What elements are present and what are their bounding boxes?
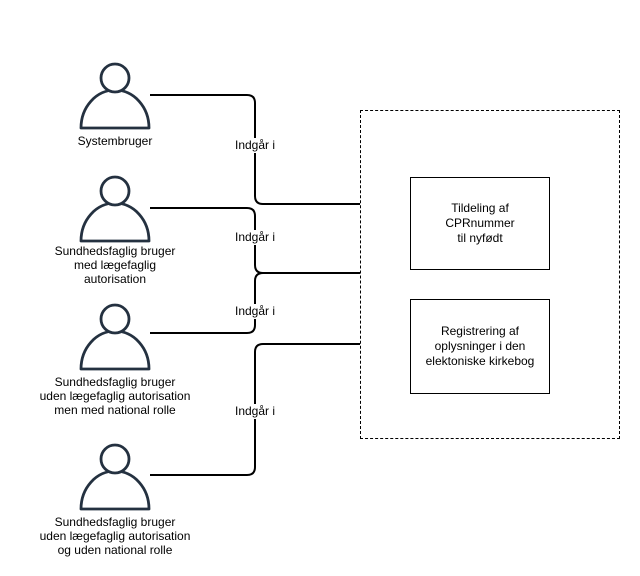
person-head-icon [99, 303, 131, 335]
person-body-icon [79, 88, 151, 130]
actor-icon-uden-national-rolle [79, 443, 151, 511]
actor-label-national-rolle: Sundhedsfaglig bruger uden lægefaglig au… [39, 375, 191, 417]
system-boundary [360, 110, 620, 439]
connector-national-rolle [150, 272, 360, 334]
person-head-icon [99, 62, 131, 94]
use-case-tildeling-cprnummer: Tildeling af CPRnummer til nyfødt [410, 177, 550, 270]
person-head-icon [99, 175, 131, 207]
edge-label-indgaar-i-1: Indgår i [232, 138, 278, 153]
use-case-registrering-kirkebog: Registrering af oplysninger i den elekto… [410, 299, 550, 394]
person-body-icon [79, 329, 151, 371]
actor-label-laegefaglig: Sundhedsfaglig bruger med lægefaglig aut… [54, 244, 176, 286]
edge-label-indgaar-i-4: Indgår i [232, 404, 278, 419]
edge-label-indgaar-i-3: Indgår i [232, 304, 278, 319]
person-head-icon [99, 443, 131, 475]
person-body-icon [79, 201, 151, 243]
actor-icon-national-rolle [79, 303, 151, 371]
person-body-icon [79, 469, 151, 511]
edge-label-indgaar-i-2: Indgår i [232, 230, 278, 245]
actor-label-systembruger: Systembruger [77, 134, 153, 148]
actor-icon-laegefaglig [79, 175, 151, 243]
actor-icon-systembruger [79, 62, 151, 130]
actor-label-uden-national-rolle: Sundhedsfaglig bruger uden lægefaglig au… [39, 515, 191, 557]
